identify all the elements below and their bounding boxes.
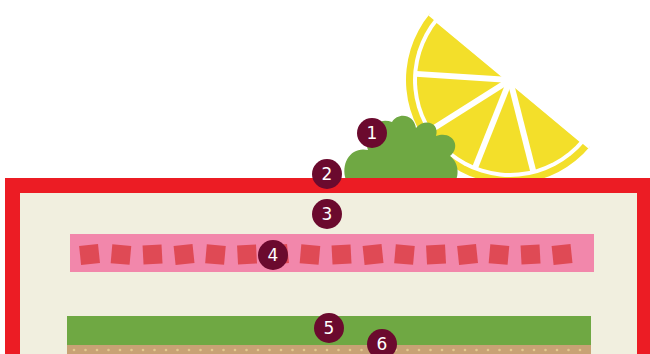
crust-crumb — [291, 349, 294, 352]
callout-marker: 3 — [312, 199, 342, 229]
cake-sponge — [20, 193, 637, 354]
callout-number: 5 — [324, 320, 335, 337]
callout-number: 1 — [367, 125, 378, 142]
callout-number: 2 — [322, 166, 333, 183]
crust-crumb — [303, 349, 306, 352]
crust-crumb — [510, 349, 513, 352]
crust-crumb — [280, 349, 283, 352]
fruit-piece — [394, 244, 415, 265]
callout-marker: 2 — [312, 159, 342, 189]
fruit-piece — [174, 244, 195, 265]
lemon-segment-line — [475, 80, 569, 171]
fruit-piece — [489, 244, 510, 265]
crust-crumb — [337, 349, 340, 352]
crust-crumb — [406, 349, 409, 352]
crust-crumb — [73, 349, 76, 352]
crust-crumb — [199, 349, 202, 352]
lemon-core — [503, 73, 517, 87]
pink-filling — [70, 234, 594, 272]
crust-crumb — [188, 349, 191, 352]
callout-marker: 1 — [357, 118, 387, 148]
fruit-piece — [363, 244, 384, 265]
crust-crumb — [452, 349, 455, 352]
lemon-cut-edge — [430, 14, 590, 147]
crust-crumb — [498, 349, 501, 352]
fruit-piece — [143, 244, 163, 264]
crust-crumb — [142, 349, 145, 352]
crust-crumb — [153, 349, 156, 352]
crust-crumb — [360, 349, 363, 352]
crust-crumb — [107, 349, 110, 352]
crust-crumb — [130, 349, 133, 352]
crust-crumb — [222, 349, 225, 352]
crust-crumb — [96, 349, 99, 352]
crust-crumb — [165, 349, 168, 352]
crust-crumb — [211, 349, 214, 352]
crust-crumb — [176, 349, 179, 352]
crust-crumb — [429, 349, 432, 352]
crust-crumb — [257, 349, 260, 352]
crust-crumb — [234, 349, 237, 352]
fruit-piece — [521, 244, 541, 264]
fruit-piece — [552, 244, 573, 265]
crust-crumb — [533, 349, 536, 352]
callout-number: 3 — [322, 206, 333, 223]
crust-crumb — [464, 349, 467, 352]
crust-crumb — [245, 349, 248, 352]
callout-number: 4 — [268, 247, 279, 264]
crust-crumb — [475, 349, 478, 352]
fruit-piece — [426, 244, 446, 264]
fruit-piece — [332, 244, 352, 264]
fruit-piece — [457, 244, 478, 265]
callout-marker: 6 — [367, 329, 397, 354]
crust-crumb — [556, 349, 559, 352]
crust-crumb — [579, 349, 582, 352]
crust-crumb — [349, 349, 352, 352]
fruit-piece — [111, 244, 132, 265]
fruit-piece — [79, 244, 100, 265]
crust-crumb — [314, 349, 317, 352]
crust-crumb — [567, 349, 570, 352]
crust-crumb — [119, 349, 122, 352]
crust-crumb — [418, 349, 421, 352]
fruit-piece — [237, 244, 257, 264]
callout-marker: 4 — [258, 240, 288, 270]
fruit-piece — [205, 244, 226, 265]
crust-crumb — [487, 349, 490, 352]
callout-number: 6 — [377, 336, 388, 353]
crust-crumb — [441, 349, 444, 352]
herb-leaf — [344, 116, 457, 180]
crust-crumb — [326, 349, 329, 352]
callout-marker: 5 — [314, 313, 344, 343]
crust-crumb — [521, 349, 524, 352]
crust-layer — [67, 345, 591, 354]
fruit-piece — [300, 244, 321, 265]
crust-crumb — [268, 349, 271, 352]
crust-crumb — [544, 349, 547, 352]
crust-crumb — [84, 349, 87, 352]
